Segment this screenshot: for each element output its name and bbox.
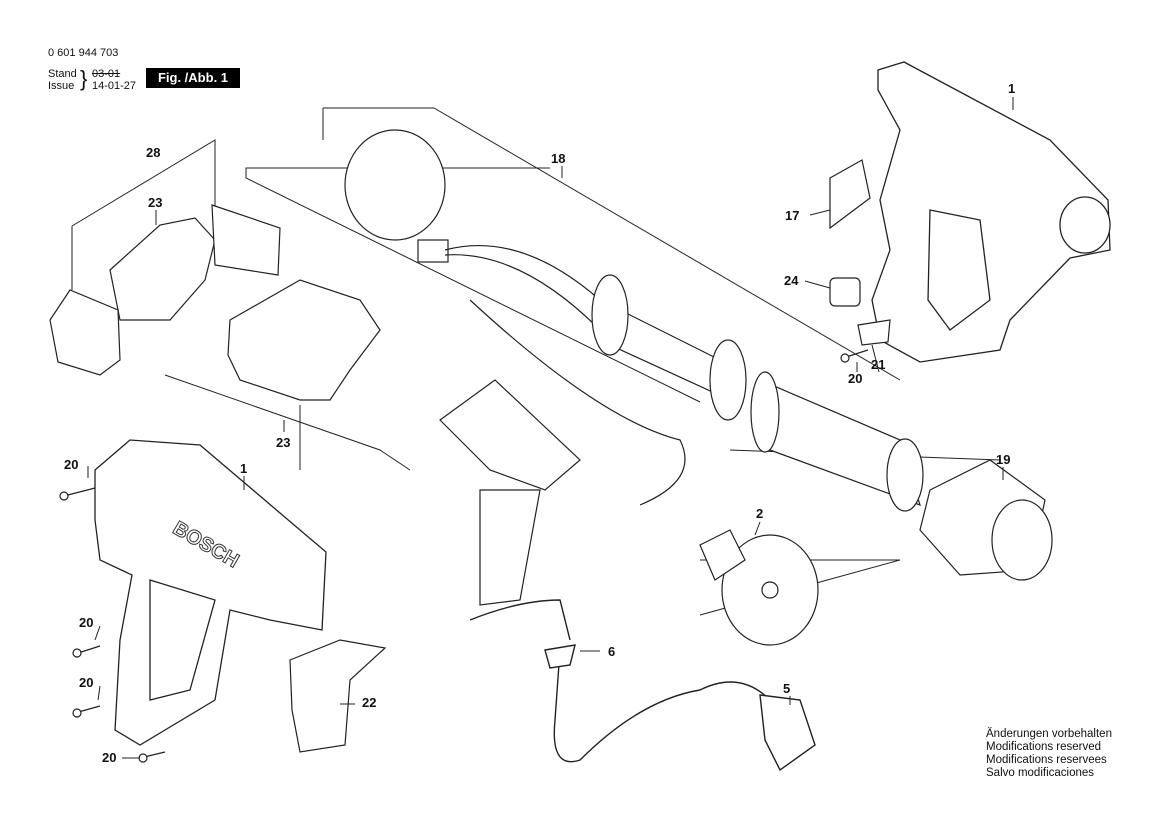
small-parts — [289, 159, 891, 753]
issue-date: 14-01-27 — [92, 80, 137, 92]
screws — [59, 349, 869, 763]
callout-20-c: 20 — [79, 675, 94, 690]
issue-label: Issue — [48, 80, 75, 92]
note-es: Salvo modificaciones — [986, 767, 1095, 779]
housing-half-left — [94, 439, 327, 746]
note-de: Änderungen vorbehalten — [986, 728, 1112, 740]
heating-tube — [750, 371, 1053, 581]
brace-symbol: } — [80, 66, 88, 91]
callout-5: 5 — [783, 681, 791, 696]
housing-half-right — [871, 61, 1111, 363]
note-en: Modifications reserved — [986, 741, 1102, 753]
callout-leaders — [87, 97, 1014, 759]
part-number: 0 601 944 703 — [48, 47, 119, 59]
leader-23 — [164, 374, 411, 471]
note-fr: Modifications reservees — [986, 754, 1107, 766]
leader-28 — [71, 139, 216, 290]
stand-date: 03-01 — [92, 68, 121, 80]
callout-21: 21 — [871, 357, 886, 372]
callout-17: 17 — [785, 208, 800, 223]
callout-28: 28 — [146, 145, 161, 160]
callout-23-top: 23 — [148, 195, 163, 210]
heater-wiring — [344, 129, 747, 506]
stand-label: Stand — [48, 68, 77, 80]
end-cap-assembly — [49, 204, 281, 376]
callout-20-d: 20 — [102, 750, 117, 765]
callout-20-b: 20 — [79, 615, 94, 630]
circuit-board — [439, 379, 581, 606]
callout-20-a: 20 — [64, 457, 79, 472]
modification-notes: Änderungen vorbehalten Modifications res… — [986, 728, 1112, 780]
callout-2: 2 — [756, 506, 764, 521]
callout-24: 24 — [784, 273, 799, 288]
callout-1-left: 1 — [240, 461, 248, 476]
callout-6: 6 — [608, 644, 616, 659]
fan-motor — [699, 529, 819, 646]
callout-18: 18 — [551, 151, 566, 166]
callout-19: 19 — [996, 452, 1011, 467]
callout-20-e: 20 — [848, 371, 863, 386]
fan-shroud — [227, 279, 381, 401]
power-cord — [469, 599, 816, 772]
callout-22: 22 — [362, 695, 377, 710]
figure-label: Fig. /Abb. 1 — [146, 68, 240, 88]
callout-1-top: 1 — [1008, 81, 1016, 96]
callout-23-bottom: 23 — [276, 435, 291, 450]
